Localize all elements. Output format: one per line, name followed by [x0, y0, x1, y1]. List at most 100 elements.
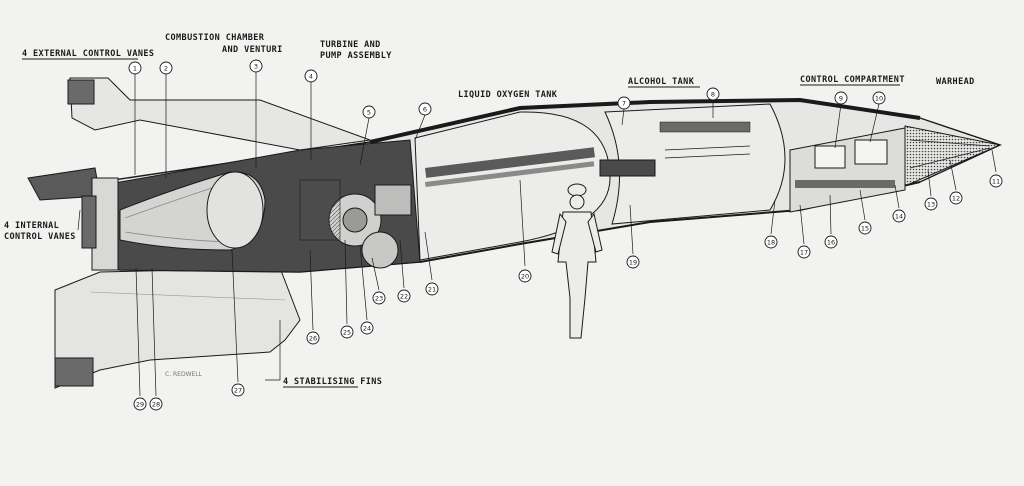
label-alcohol-tank: ALCOHOL TANK	[628, 77, 695, 87]
callout-11: 11	[989, 174, 1003, 188]
callout-number: 7	[622, 99, 626, 107]
callout-number: 16	[827, 238, 835, 246]
callout-6: 6	[418, 102, 432, 116]
callout-number: 28	[152, 400, 160, 408]
fin-left	[27, 167, 101, 201]
callout-number: 4	[309, 72, 313, 80]
callout-26: 26	[306, 331, 320, 345]
callout-circle	[397, 289, 411, 303]
callout-circle	[362, 105, 376, 119]
callout-number: 15	[861, 224, 869, 232]
callout-number: 10	[875, 94, 883, 102]
callout-circle	[249, 59, 263, 73]
leader-lines	[77, 72, 997, 397]
callout-number: 19	[629, 258, 637, 266]
label-turbine-and: TURBINE AND	[320, 40, 381, 50]
label-pump-assembly: PUMP ASSEMBLY	[320, 51, 392, 61]
callout-circle	[418, 102, 432, 116]
callout-number: 20	[521, 272, 529, 280]
callout-16: 16	[824, 235, 838, 249]
callout-number: 29	[136, 400, 144, 408]
callout-number: 2	[164, 64, 168, 72]
callout-number: 23	[375, 294, 383, 302]
callout-20: 20	[518, 269, 532, 283]
callout-21: 21	[425, 282, 439, 296]
callout-circle	[159, 61, 173, 75]
callout-27: 27	[231, 383, 245, 397]
callout-number: 12	[952, 194, 960, 202]
callout-circle	[149, 397, 163, 411]
label-control-compartment: CONTROL COMPARTMENT	[800, 75, 905, 85]
callout-29: 29	[133, 397, 147, 411]
callout-number: 14	[895, 212, 903, 220]
callout-circle	[797, 245, 811, 259]
callout-number: 22	[400, 292, 408, 300]
callout-number: 24	[363, 324, 371, 332]
warhead	[904, 125, 1002, 187]
callout-circle	[834, 91, 848, 105]
callout-number: 27	[234, 386, 242, 394]
label-and-venturi: AND VENTURI	[222, 45, 283, 55]
callout-circle	[231, 383, 245, 397]
callout-number: 1	[133, 64, 137, 72]
callout-circle	[518, 269, 532, 283]
callout-number: 17	[800, 248, 808, 256]
callout-circle	[306, 331, 320, 345]
callout-circle	[304, 69, 318, 83]
callout-number: 3	[254, 62, 258, 70]
callout-5: 5	[362, 105, 376, 119]
callout-circle	[924, 197, 938, 211]
callout-circle	[626, 255, 640, 269]
callout-number: 8	[711, 90, 715, 98]
fin-lower	[54, 267, 301, 389]
label-stabilising-fins: 4 STABILISING FINS	[283, 377, 382, 387]
callout-circle	[892, 209, 906, 223]
callout-number: 18	[767, 238, 775, 246]
callout-23: 23	[372, 291, 386, 305]
callout-number: 9	[839, 94, 843, 102]
callout-circle	[128, 61, 142, 75]
callout-14: 14	[892, 209, 906, 223]
callout-circle	[949, 191, 963, 205]
callout-15: 15	[858, 221, 872, 235]
label-warhead: WARHEAD	[936, 77, 975, 87]
label-internal-control-vanes-2: CONTROL VANES	[4, 232, 76, 242]
labels: 4 EXTERNAL CONTROL VANES COMBUSTION CHAM…	[4, 33, 975, 388]
artist-signature: C. REDWELL	[165, 371, 203, 378]
turbine-pump	[299, 179, 412, 269]
label-liquid-oxygen-tank: LIQUID OXYGEN TANK	[458, 90, 558, 100]
callout-22: 22	[397, 289, 411, 303]
callout-13: 13	[924, 197, 938, 211]
callout-number: 5	[367, 108, 371, 116]
callout-circle	[133, 397, 147, 411]
label-combustion-chamber: COMBUSTION CHAMBER	[165, 33, 265, 43]
callout-number: 13	[927, 200, 935, 208]
callout-2: 2	[159, 61, 173, 75]
callout-28: 28	[149, 397, 163, 411]
human-figure	[551, 183, 603, 339]
callout-9: 9	[834, 91, 848, 105]
alcohol-tank	[599, 103, 786, 225]
callout-3: 3	[249, 59, 263, 73]
callout-circle	[706, 87, 720, 101]
callout-circle	[989, 174, 1003, 188]
callout-circle	[824, 235, 838, 249]
callout-19: 19	[626, 255, 640, 269]
callout-circle	[858, 221, 872, 235]
callout-25: 25	[340, 325, 354, 339]
callout-17: 17	[797, 245, 811, 259]
callout-7: 7	[617, 96, 631, 110]
fin-upper	[67, 77, 371, 151]
callout-circle	[340, 325, 354, 339]
callout-circle	[872, 91, 886, 105]
callout-number: 21	[428, 285, 436, 293]
callout-1: 1	[128, 61, 142, 75]
callout-number: 26	[309, 334, 317, 342]
label-internal-control-vanes-1: 4 INTERNAL	[4, 221, 59, 231]
callout-12: 12	[949, 191, 963, 205]
callout-4: 4	[304, 69, 318, 83]
callout-circle	[764, 235, 778, 249]
